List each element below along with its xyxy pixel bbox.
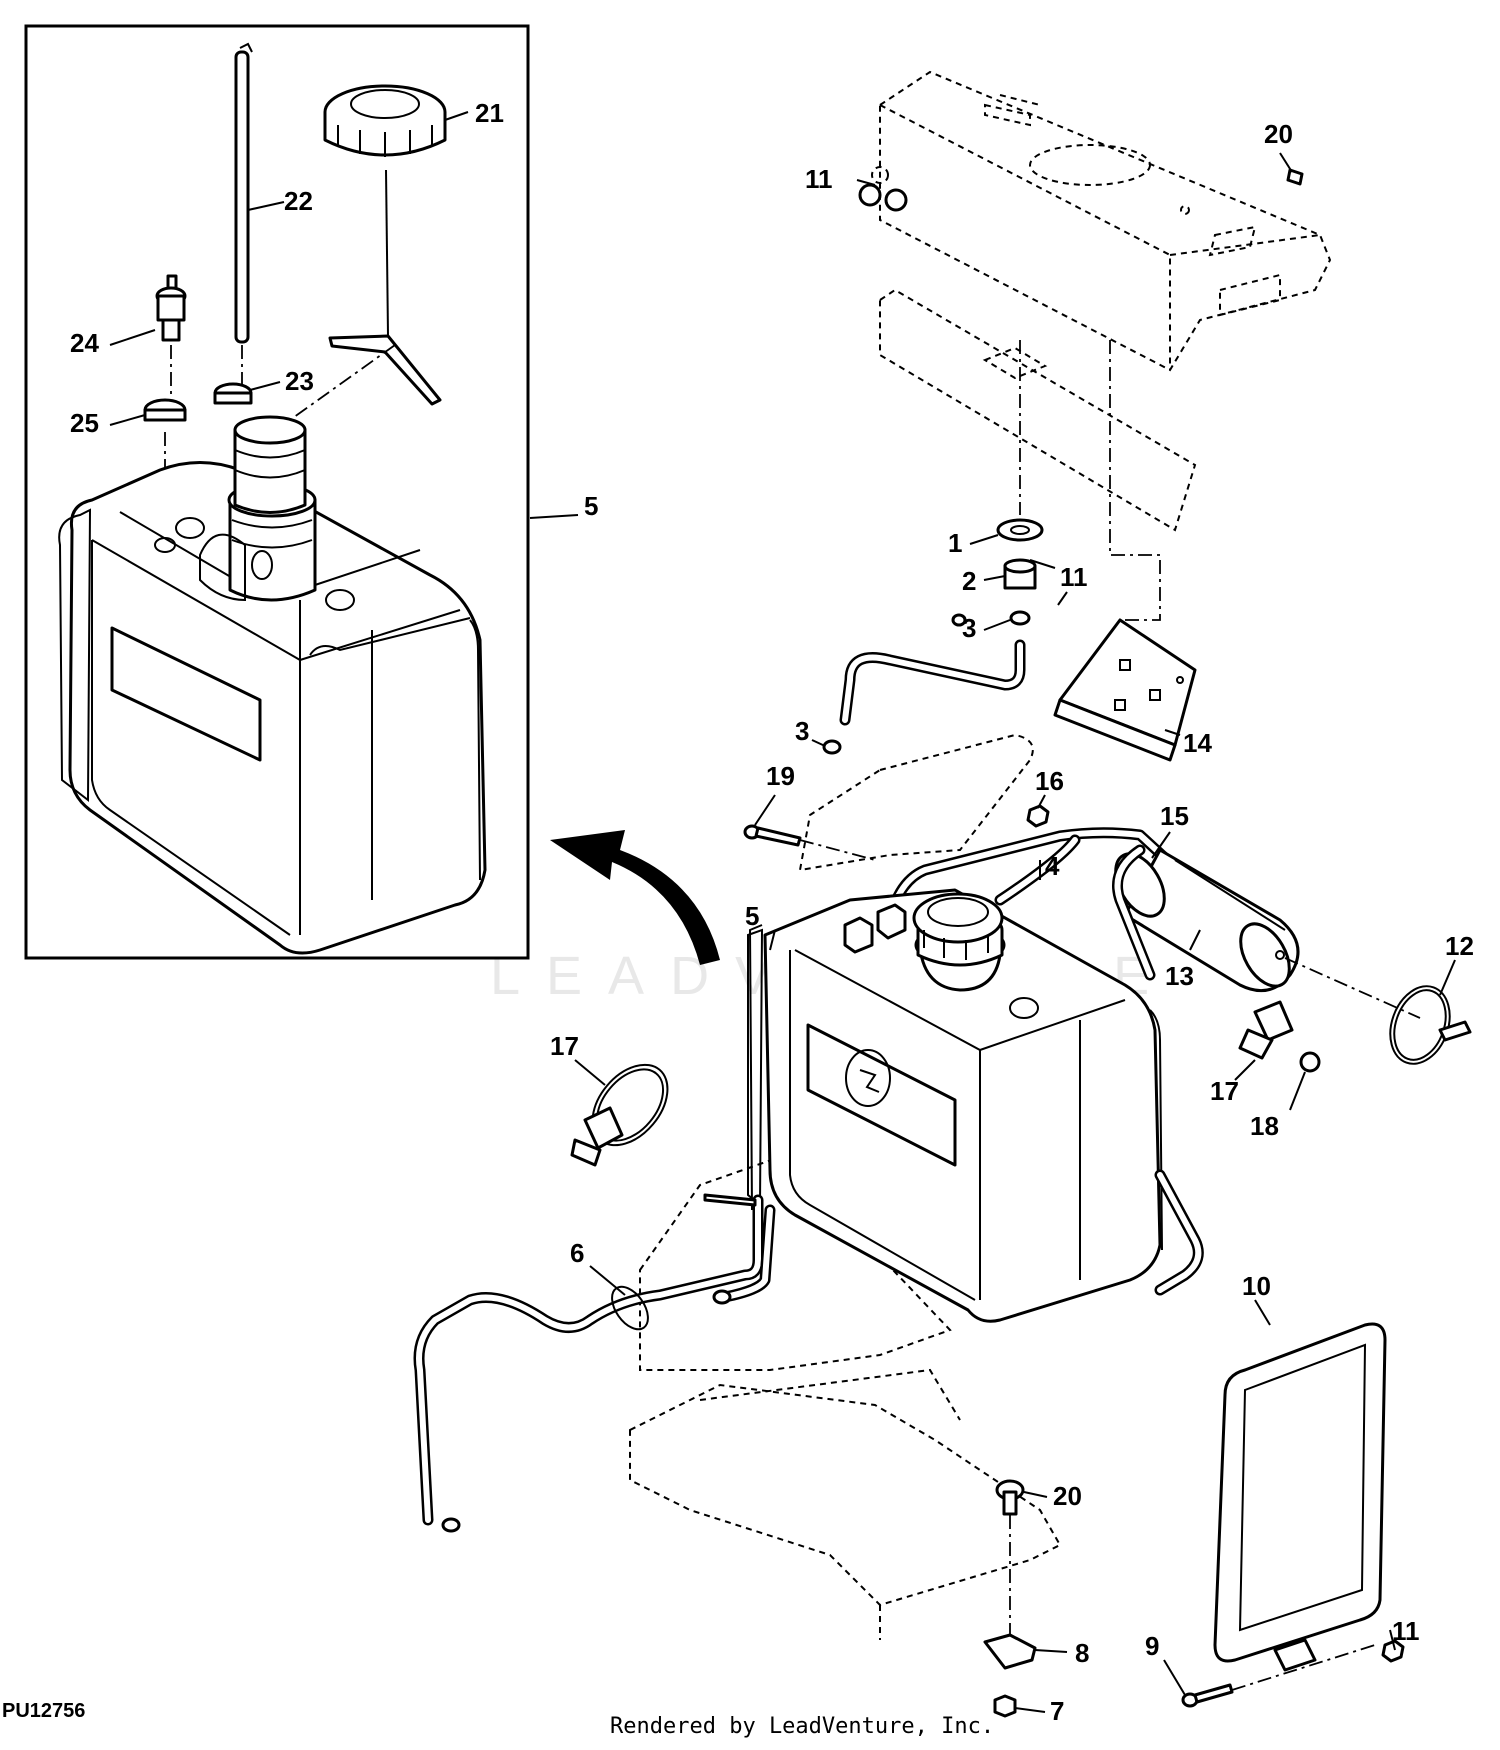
washer (996, 518, 1044, 542)
leader-lines (109, 111, 1456, 1713)
fuel-gauge-rod (234, 42, 253, 390)
frame-clip (983, 1633, 1037, 1670)
bolt (743, 824, 802, 847)
callout-4: 4 (1045, 851, 1060, 881)
callout-25: 25 (70, 408, 99, 438)
callout-9: 9 (1145, 1631, 1159, 1661)
callout-20-upper: 20 (1264, 119, 1293, 149)
vent-valve (155, 274, 187, 398)
callout-labels: 21 22 24 23 25 5 20 11 1 2 11 3 3 14 19 … (70, 98, 1474, 1726)
filter-nut (1299, 1051, 1321, 1073)
callout-15: 15 (1160, 801, 1189, 831)
rear-plate (798, 733, 1034, 872)
nut (1026, 804, 1050, 828)
fuel-filter (1114, 848, 1300, 993)
hose-clip-right (1238, 1000, 1294, 1060)
fuel-tank (747, 888, 1163, 1323)
lower-frame (629, 1148, 1062, 1640)
callout-5-main: 5 (745, 901, 759, 931)
fuel-cap (323, 84, 447, 406)
upper-panel (858, 70, 1332, 372)
detail-arrow (550, 830, 720, 965)
callout-23: 23 (285, 366, 314, 396)
mounting-strip (879, 288, 1197, 532)
callout-8: 8 (1075, 1638, 1089, 1668)
filter-clamp (1389, 985, 1472, 1065)
hex-nut (993, 1694, 1017, 1718)
vent-hose (839, 639, 1026, 726)
hose-clamp-upper (1009, 610, 1031, 626)
callout-17-right: 17 (1210, 1076, 1239, 1106)
panel-screw (1286, 168, 1304, 186)
hose-clip-left (570, 1063, 669, 1167)
callout-19: 19 (766, 761, 795, 791)
hose-clamp-lower (822, 739, 842, 755)
callout-13: 13 (1165, 961, 1194, 991)
callout-11-lower: 11 (1392, 1616, 1420, 1646)
carriage-bolt (995, 1479, 1025, 1640)
detail-inset (24, 24, 530, 960)
callout-10: 10 (1242, 1271, 1271, 1301)
callout-3-lower: 3 (795, 716, 809, 746)
detail-fuel-tank (58, 415, 487, 955)
callout-2: 2 (962, 566, 976, 596)
callout-12: 12 (1445, 931, 1474, 961)
callout-1: 1 (948, 528, 962, 558)
callout-6: 6 (570, 1238, 584, 1268)
callout-7: 7 (1050, 1696, 1064, 1726)
callout-16: 16 (1035, 766, 1064, 796)
callout-21: 21 (475, 98, 504, 128)
mounting-bracket (1053, 618, 1197, 762)
render-credit: Rendered by LeadVenture, Inc. (610, 1714, 995, 1739)
callout-11-upper: 11 (805, 164, 833, 194)
callout-20-lower: 20 (1053, 1481, 1082, 1511)
callout-18: 18 (1250, 1111, 1279, 1141)
vent-fitting (1003, 558, 1056, 590)
callout-24: 24 (70, 328, 99, 358)
callout-22: 22 (284, 186, 313, 216)
callout-17-left: 17 (550, 1031, 579, 1061)
guard-nut (1381, 1639, 1405, 1663)
callout-5-inset: 5 (584, 491, 598, 521)
diagram-code: PU12756 (2, 1700, 86, 1722)
callout-11-mid: 11 (1060, 562, 1088, 592)
guard-bolt (1181, 1683, 1234, 1708)
callout-3-upper: 3 (962, 613, 976, 643)
return-fuel-line (413, 1193, 776, 1533)
heat-shield (1213, 1322, 1387, 1672)
callout-14: 14 (1183, 728, 1212, 758)
